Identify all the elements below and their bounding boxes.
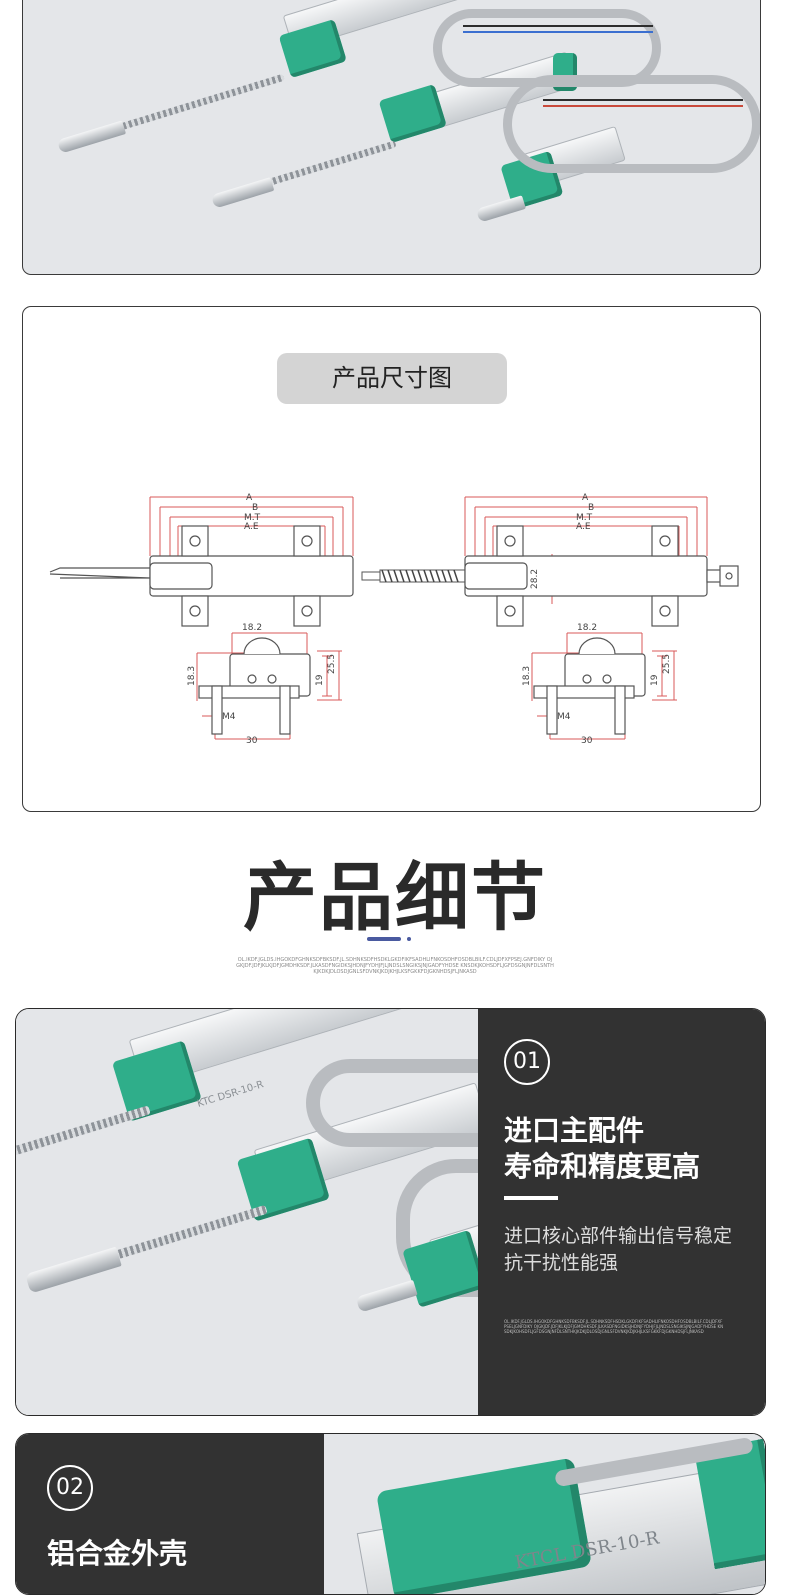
dim-label-h19-left: 19 (315, 674, 325, 686)
dim-label-b-right: B (588, 503, 594, 513)
section-subtitle-fine-print: OL.IKDF.JGLDS.IHGOKDFGHNKSDFBKSDF.JL.SDH… (236, 957, 554, 975)
feature-01-photo: KTC DSR-10-R (16, 1009, 478, 1415)
dim-label-m4-left: M4 (222, 712, 236, 722)
feature-01-title-line1: 进口主配件 (504, 1114, 645, 1147)
title-underline-dash (367, 937, 401, 941)
dim-label-h183-right: 18.3 (522, 666, 532, 686)
dim-label-mt-right: M.T (576, 513, 593, 523)
feature-02-text-panel: 02 铝合金外壳 (16, 1434, 324, 1594)
drawing-title: 产品尺寸图 (277, 353, 507, 404)
feature-01-number: 01 (504, 1039, 550, 1085)
dim-label-w30-right: 30 (581, 736, 593, 746)
dimension-drawing: A B M.T A.E A B M.T A.E 18.2 18.2 M4 M4 … (49, 493, 739, 746)
section-title: 产品细节 (243, 855, 547, 941)
dim-label-w30-left: 30 (246, 736, 258, 746)
dim-label-a-right: A (582, 493, 589, 503)
dim-label-w182-left: 18.2 (242, 623, 262, 633)
dim-label-a-left: A (246, 493, 253, 503)
feature-01-desc-line2: 抗干扰性能强 (504, 1252, 619, 1274)
dim-label-h255-right: 25.5 (662, 654, 672, 674)
dim-label-w182-right: 18.2 (577, 623, 597, 633)
dim-label-m4-right: M4 (557, 712, 571, 722)
dim-label-h183-left: 18.3 (187, 666, 197, 686)
feature-card-02: 02 铝合金外壳 KTCL DSR-10-R (15, 1433, 766, 1595)
feature-01-product-label: KTC DSR-10-R (195, 1079, 266, 1110)
feature-01-desc-line1: 进口核心部件输出信号稳定 (504, 1225, 733, 1247)
feature-02-number: 02 (47, 1465, 93, 1511)
product-photo-top (22, 0, 761, 275)
dim-label-w282: 28.2 (530, 569, 540, 589)
dim-label-ae-left: A.E (244, 522, 259, 532)
feature-01-fine-print: OL.IKDF.JGLDS.IHGOKDFGHNKSDFBKSDF.JL.SDH… (504, 1319, 724, 1334)
feature-01-text-panel: 01 进口主配件 寿命和精度更高 进口核心部件输出信号稳定 抗干扰性能强 OL.… (478, 1009, 765, 1415)
feature-02-title-line1: 铝合金外壳 (47, 1537, 188, 1570)
dim-label-b-left: B (252, 503, 258, 513)
feature-02-photo: KTCL DSR-10-R (324, 1434, 765, 1594)
dim-label-mt-left: M.T (244, 513, 261, 523)
dim-label-h19-right: 19 (650, 674, 660, 686)
title-underline-dot (407, 937, 411, 941)
feature-01-divider (504, 1196, 558, 1200)
dim-label-h255-left: 25.5 (327, 654, 337, 674)
dim-label-ae-right: A.E (576, 522, 591, 532)
feature-card-01: KTC DSR-10-R 01 进口主配件 寿命和精度更高 进口核心部件输出信号… (15, 1008, 766, 1416)
feature-01-title-line2: 寿命和精度更高 (504, 1150, 701, 1183)
